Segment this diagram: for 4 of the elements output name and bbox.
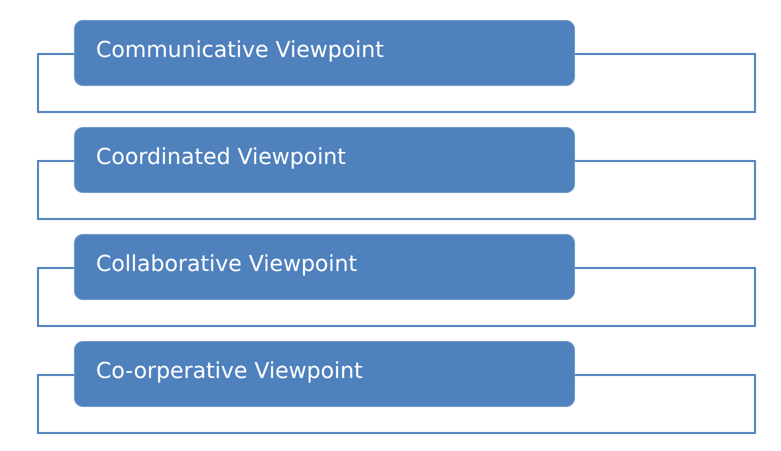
list-item-box: Collaborative Viewpoint bbox=[74, 234, 575, 300]
list-item-box: Communicative Viewpoint bbox=[74, 20, 575, 86]
list-item-box: Coordinated Viewpoint bbox=[74, 127, 575, 193]
list-item-box: Co-orperative Viewpoint bbox=[74, 341, 575, 407]
